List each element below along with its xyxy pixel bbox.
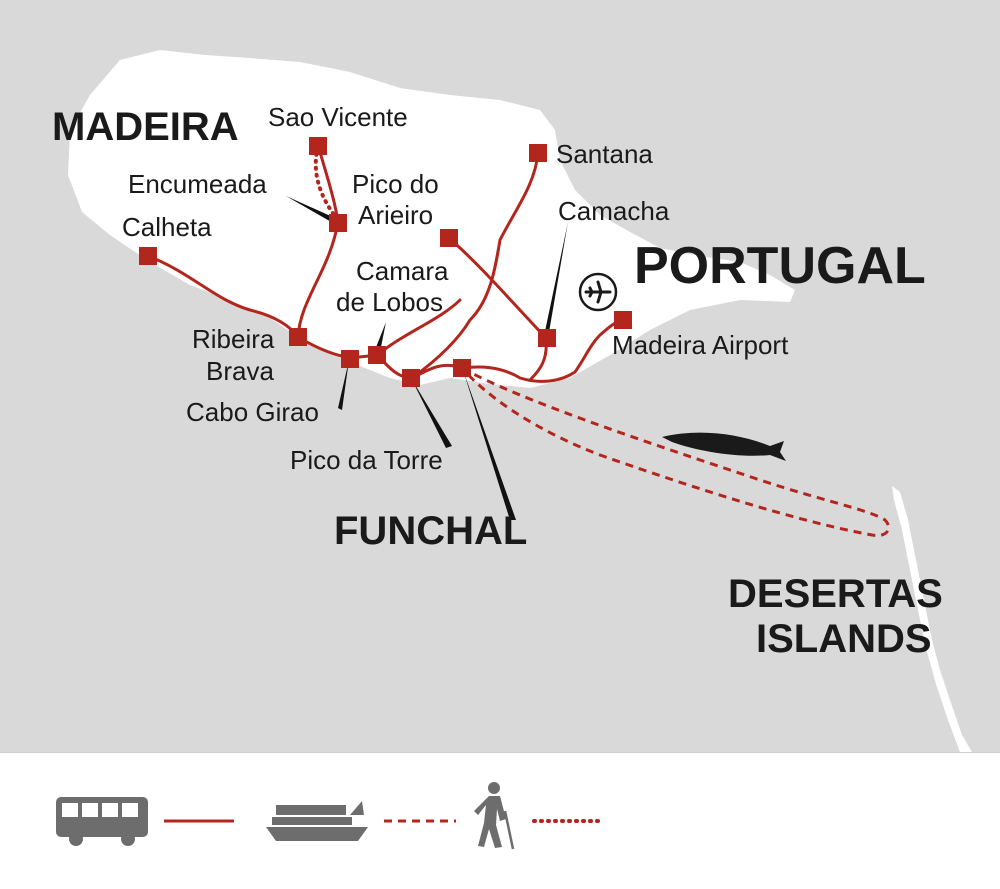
- label-cabo-girao: Cabo Girao: [186, 397, 319, 427]
- whale-icon: [662, 432, 786, 461]
- bus-icon: [56, 797, 148, 846]
- label-encumeada: Encumeada: [128, 169, 267, 199]
- legend-graphic: [56, 782, 602, 850]
- label-portugal: PORTUGAL: [634, 237, 926, 295]
- legend: [0, 752, 1000, 884]
- map: MADEIRA PORTUGAL FUNCHAL DESERTAS ISLAND…: [0, 0, 1000, 752]
- label-madeira-airport: Madeira Airport: [612, 330, 789, 360]
- stop-funchal[interactable]: [453, 359, 471, 377]
- hiker-icon: [474, 782, 515, 850]
- label-camara-1: Camara: [356, 256, 449, 286]
- stop-ribeira-brava[interactable]: [289, 328, 307, 346]
- airplane-icon: [578, 272, 618, 312]
- pointer-encumeada: [286, 196, 335, 223]
- desertas-island-north: [892, 486, 972, 752]
- stop-pico-do-arieiro[interactable]: [440, 229, 458, 247]
- stop-sao-vicente[interactable]: [309, 137, 327, 155]
- label-funchal: FUNCHAL: [334, 509, 527, 553]
- stop-calheta[interactable]: [139, 247, 157, 265]
- label-camacha: Camacha: [558, 196, 670, 226]
- label-camara-2: de Lobos: [336, 287, 443, 317]
- label-sao-vicente: Sao Vicente: [268, 102, 408, 132]
- label-ribeira-2: Brava: [206, 356, 274, 386]
- stop-encumeada[interactable]: [329, 214, 347, 232]
- stop-cabo-girao[interactable]: [341, 350, 359, 368]
- label-pico-do-arieiro-1: Pico do: [352, 169, 439, 199]
- pointer-funchal: [463, 370, 516, 520]
- stop-camacha[interactable]: [538, 329, 556, 347]
- label-ribeira-1: Ribeira: [192, 324, 275, 354]
- label-madeira: MADEIRA: [52, 105, 239, 149]
- stop-madeira-airport[interactable]: [614, 311, 632, 329]
- stop-santana[interactable]: [529, 144, 547, 162]
- pointer-camacha: [544, 222, 568, 338]
- ferry-route: [460, 366, 890, 538]
- pointer-cabo-girao: [338, 360, 349, 410]
- label-islands: ISLANDS: [756, 617, 932, 661]
- boat-icon: [266, 801, 368, 841]
- label-desertas: DESERTAS: [728, 572, 943, 616]
- label-calheta: Calheta: [122, 212, 212, 242]
- label-pico-do-arieiro-2: Arieiro: [358, 200, 433, 230]
- stop-camara-de-lobos[interactable]: [368, 346, 386, 364]
- stop-pico-da-torre[interactable]: [402, 369, 420, 387]
- label-pico-da-torre: Pico da Torre: [290, 445, 443, 475]
- pointer-camara: [375, 322, 386, 352]
- bus-route-santana: [410, 151, 540, 380]
- pointer-pico-torre: [411, 378, 452, 448]
- label-santana: Santana: [556, 139, 653, 169]
- bus-route-arieiro: [447, 236, 548, 382]
- bus-route-west-coast: [146, 254, 624, 383]
